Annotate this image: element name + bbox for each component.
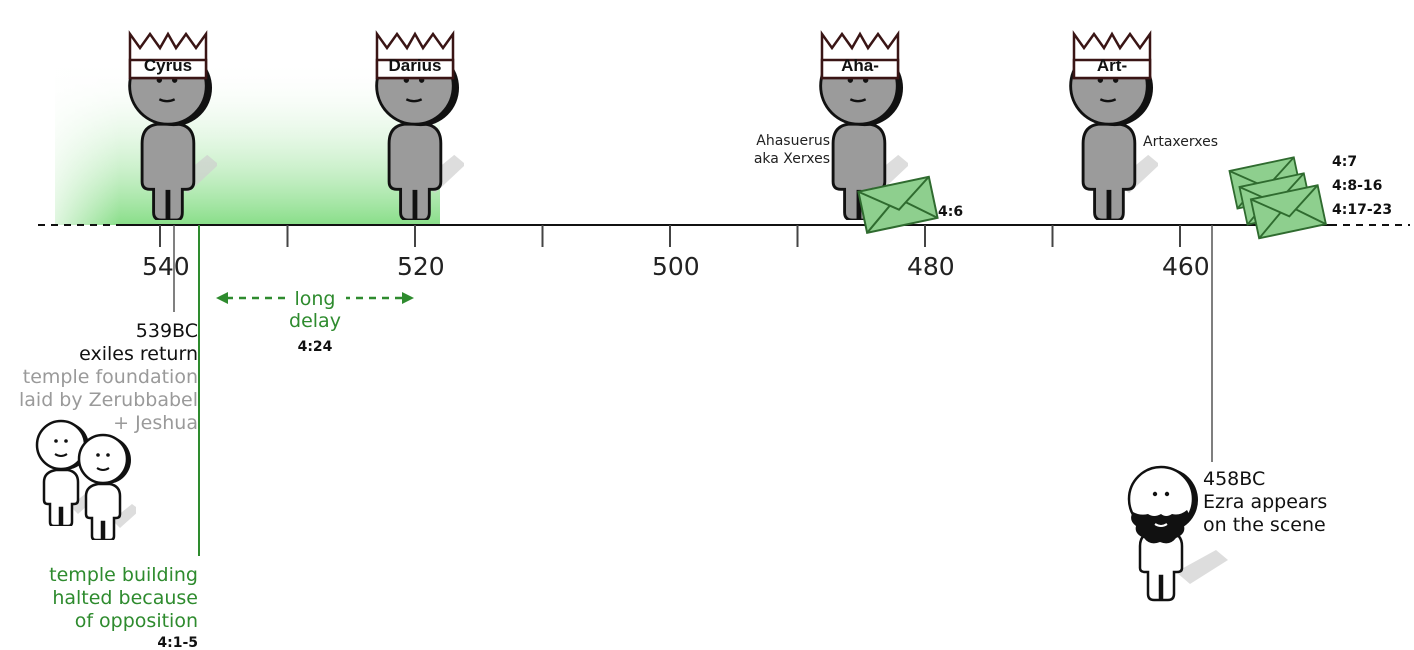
axis-tick-label: 520: [397, 252, 445, 281]
axis-tick-label: 480: [907, 252, 955, 281]
event-539-year: 539BC: [136, 320, 198, 342]
long-delay-line2: delay: [289, 310, 341, 332]
axis-tick-label: 460: [1162, 252, 1210, 281]
long-delay-line1: long: [294, 288, 335, 310]
event-458-year: 458BC: [1203, 468, 1265, 490]
persian-rule-highlight: [30, 0, 440, 225]
event-539-text: exiles return: [79, 343, 198, 365]
king-cyrus-name: Cyrus: [144, 56, 192, 75]
king-artaxerxes-name: Art-: [1097, 56, 1127, 75]
letter-ref-4-7: 4:7: [1332, 154, 1357, 170]
ezra-figure: [1127, 465, 1228, 602]
event-539-grey2: laid by Zerubbabel: [19, 389, 198, 411]
event-539-green1: temple building: [49, 564, 198, 586]
event-539-markers: [173, 225, 200, 556]
king-ahasuerus-name: Aha-: [841, 56, 879, 75]
letters-group: 4:7 4:8-16 4:17-23: [1228, 154, 1392, 240]
xerxes-caption: aka Xerxes: [754, 151, 830, 167]
letter-ref-4-8-16: 4:8-16: [1332, 178, 1382, 194]
event-539-grey3: + Jeshua: [113, 412, 198, 434]
axis-tick-label: 500: [652, 252, 700, 281]
event-539-ref: 4:1-5: [157, 635, 198, 650]
king-cyrus: Cyrus: [128, 32, 217, 220]
event-539-grey1: temple foundation: [23, 366, 198, 388]
event-458-line2: on the scene: [1203, 514, 1326, 536]
event-539-green3: of opposition: [75, 610, 198, 632]
axis-ticks: 540 520 500 480 460: [142, 225, 1210, 281]
event-458: 458BC Ezra appears on the scene: [1127, 225, 1327, 602]
letter-ref-4-6: 4:6: [938, 204, 963, 220]
axis-tick-label: 540: [142, 252, 190, 281]
king-ahasuerus: Aha- Ahasuerus aka Xerxes: [754, 32, 908, 220]
long-delay-ref: 4:24: [298, 339, 333, 355]
king-darius-name: Darius: [389, 56, 442, 75]
artaxerxes-caption: Artaxerxes: [1143, 134, 1218, 150]
event-539-green2: halted because: [52, 587, 198, 609]
king-darius: Darius: [375, 32, 464, 220]
event-458-line1: Ezra appears: [1203, 491, 1327, 513]
king-artaxerxes: Art- Artaxerxes: [1069, 32, 1218, 220]
jeshua-figure: [77, 433, 136, 540]
letter-4-6: 4:6: [857, 175, 963, 234]
ahasuerus-caption: Ahasuerus: [756, 133, 830, 149]
event-539: 539BC exiles return temple foundation la…: [19, 320, 198, 650]
long-delay-arrow: long delay 4:24: [216, 286, 414, 355]
letter-ref-4-17-23: 4:17-23: [1332, 202, 1392, 218]
